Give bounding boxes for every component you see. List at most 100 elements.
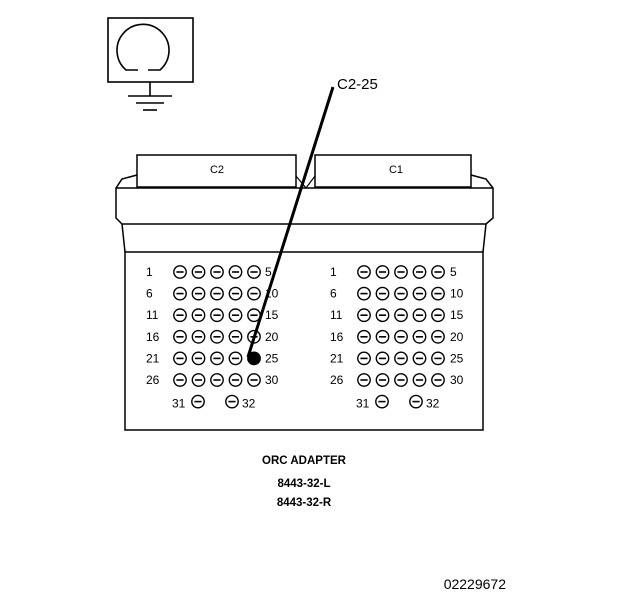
pin-c1-18 xyxy=(394,329,408,344)
pin-c2-1 xyxy=(173,265,187,279)
pin-c2-32 xyxy=(225,394,239,409)
pin-32-label: 32 xyxy=(242,397,256,411)
pin-c1-11 xyxy=(357,308,371,323)
pin-row-end-label: 5 xyxy=(450,265,457,279)
pin-c2-23 xyxy=(210,351,224,366)
pin-row-start-label: 6 xyxy=(330,287,337,301)
caption-part-right: 8443-32-R xyxy=(277,497,332,509)
pin-c2-21 xyxy=(173,351,187,366)
pin-c1-14 xyxy=(412,308,427,323)
pin-c2-28 xyxy=(210,373,224,387)
pin-c2-3 xyxy=(210,265,224,279)
pin-c2-29 xyxy=(228,373,243,387)
pin-row-start-label: 21 xyxy=(146,351,160,365)
pin-c1-29 xyxy=(412,373,427,387)
callout-label: C2-25 xyxy=(337,76,378,93)
pin-c1-15 xyxy=(431,308,445,323)
pin-c2-9 xyxy=(228,286,243,301)
pin-c2-12 xyxy=(191,308,206,323)
pin-row-start-label: 1 xyxy=(330,265,337,279)
pin-row-end-label: 30 xyxy=(265,373,279,387)
connector-label-c2: C2 xyxy=(210,164,224,176)
caption-title: ORC ADAPTER xyxy=(262,455,347,467)
pin-c1-24 xyxy=(412,351,427,366)
pin-row-end-label: 15 xyxy=(450,308,464,322)
pin-c1-30 xyxy=(431,373,445,387)
pin-c2-26 xyxy=(173,373,187,387)
pin-c2-14 xyxy=(228,308,243,323)
pin-row-start-label: 6 xyxy=(146,287,153,301)
pin-c2-30 xyxy=(247,373,261,387)
pin-c2-6 xyxy=(173,286,187,301)
pin-c2-27 xyxy=(191,373,206,387)
pin-row-start-label: 16 xyxy=(330,330,344,344)
figure-id: 02229672 xyxy=(444,576,507,592)
pin-c2-19 xyxy=(228,329,243,344)
pin-row-end-label: 20 xyxy=(265,330,279,344)
ground-symbol-icon xyxy=(107,17,194,111)
pin-c1-1 xyxy=(357,265,371,279)
pin-row-end-label: 15 xyxy=(265,308,279,322)
pin-row-end-label: 25 xyxy=(450,351,464,365)
connector-tab-c2 xyxy=(136,154,297,188)
pin-row-start-label: 11 xyxy=(330,308,343,322)
pin-c2-18 xyxy=(210,329,224,344)
pin-c1-6 xyxy=(357,286,371,301)
pin-c1-19 xyxy=(412,329,427,344)
pin-c1-31 xyxy=(375,394,389,409)
caption-part-left: 8443-32-L xyxy=(277,478,330,490)
pin-c2-13 xyxy=(210,308,224,323)
pin-c1-4 xyxy=(412,265,427,279)
pin-c1-22 xyxy=(375,351,390,366)
pin-c2-2 xyxy=(191,265,206,279)
pin-c1-25 xyxy=(431,351,445,366)
pin-c2-24 xyxy=(228,351,243,366)
pin-row-start-label: 21 xyxy=(330,351,344,365)
pin-c1-2 xyxy=(375,265,390,279)
pin-row-end-label: 20 xyxy=(450,330,464,344)
pin-row-end-label: 10 xyxy=(450,287,464,301)
pin-c1-20 xyxy=(431,329,445,344)
pin-32-label: 32 xyxy=(426,397,440,411)
pin-31-label: 31 xyxy=(356,397,370,411)
pin-c1-16 xyxy=(357,329,371,344)
connector-label-c1: C1 xyxy=(389,164,403,176)
pin-c1-32 xyxy=(409,394,423,409)
pin-31-label: 31 xyxy=(172,397,186,411)
adapter-shell-outline xyxy=(115,174,494,225)
pin-c1-12 xyxy=(375,308,390,323)
pin-row-end-label: 5 xyxy=(265,265,272,279)
pin-c1-23 xyxy=(394,351,408,366)
pin-row-end-label: 25 xyxy=(265,351,279,365)
pin-c1-27 xyxy=(375,373,390,387)
pin-c1-7 xyxy=(375,286,390,301)
pin-c2-17 xyxy=(191,329,206,344)
pin-c1-8 xyxy=(394,286,408,301)
pin-row-start-label: 26 xyxy=(146,373,160,387)
pin-c1-9 xyxy=(412,286,427,301)
pin-c1-10 xyxy=(431,286,445,301)
connector-tab-c1 xyxy=(314,154,472,188)
pin-c2-4 xyxy=(228,265,243,279)
pin-c2-15 xyxy=(247,308,261,323)
pin-c1-21 xyxy=(357,351,371,366)
pin-c1-5 xyxy=(431,265,445,279)
pin-c2-7 xyxy=(191,286,206,301)
pin-c1-13 xyxy=(394,308,408,323)
pin-row-start-label: 11 xyxy=(146,308,159,322)
pin-c2-22 xyxy=(191,351,206,366)
pin-c2-31 xyxy=(191,394,205,409)
pin-c2-5 xyxy=(247,265,261,279)
pin-c1-3 xyxy=(394,265,408,279)
pin-c1-28 xyxy=(394,373,408,387)
pin-row-start-label: 1 xyxy=(146,265,153,279)
pin-c2-16 xyxy=(173,329,187,344)
pin-c2-10 xyxy=(247,286,261,301)
pin-row-start-label: 16 xyxy=(146,330,160,344)
pin-c2-25 xyxy=(247,351,261,366)
pin-c1-26 xyxy=(357,373,371,387)
